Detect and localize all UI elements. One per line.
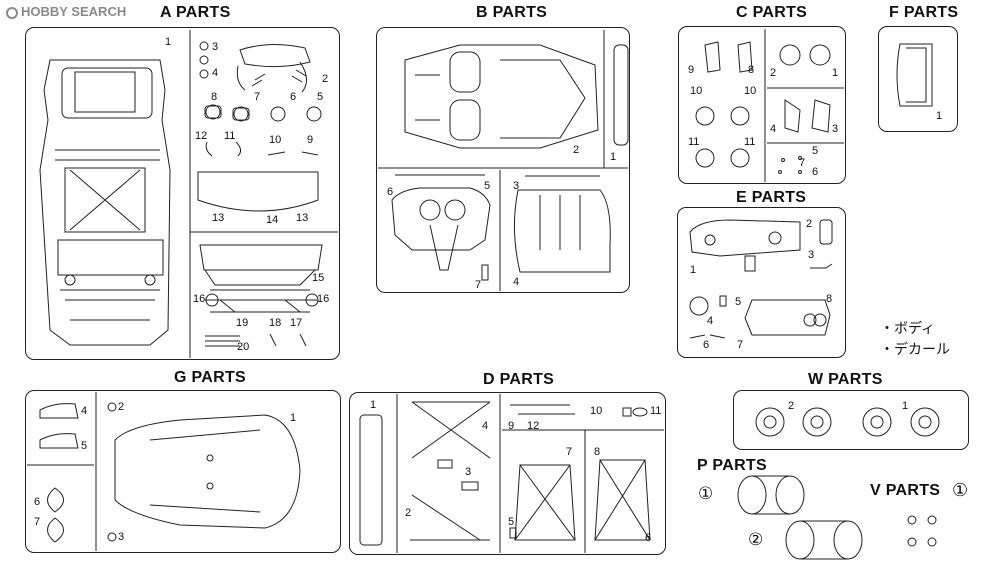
e-part-num-8: 8 xyxy=(826,293,833,305)
g-part-num-2: 2 xyxy=(118,401,125,413)
w-parts-title: W PARTS xyxy=(808,371,883,388)
a-part-num-12: 12 xyxy=(195,130,208,142)
a-part-num-14: 14 xyxy=(266,214,279,226)
e-part-num-1: 1 xyxy=(690,264,697,276)
e-parts-sprue xyxy=(677,207,846,358)
e-part-num-2: 2 xyxy=(806,218,813,230)
c-part-num-11-right: 11 xyxy=(744,136,756,148)
p-parts-title: P PARTS xyxy=(697,457,767,474)
w-parts-sprue xyxy=(733,390,969,450)
e-part-num-4: 4 xyxy=(707,315,714,327)
a-parts-sprue xyxy=(25,27,340,360)
g-part-num-6: 6 xyxy=(34,496,41,508)
g-parts-sprue xyxy=(25,390,341,553)
w-part-num-1: 1 xyxy=(902,400,909,412)
d-part-num-5: 5 xyxy=(508,516,515,528)
c-part-num-5: 5 xyxy=(812,145,819,157)
f-parts-sprue xyxy=(878,26,958,132)
hobby-search-watermark: HOBBY SEARCH xyxy=(6,4,126,19)
a-part-num-16-right: 16 xyxy=(317,293,330,305)
d-part-num-6: 6 xyxy=(645,532,652,544)
d-part-num-4: 4 xyxy=(482,420,489,432)
d-part-num-1: 1 xyxy=(370,399,377,411)
g-part-num-4: 4 xyxy=(81,405,88,417)
a-parts-title: A PARTS xyxy=(160,4,231,21)
e-part-num-3: 3 xyxy=(808,249,815,261)
a-part-num-18: 18 xyxy=(269,317,282,329)
a-part-num-4: 4 xyxy=(212,67,219,79)
c-parts-title: C PARTS xyxy=(736,4,808,21)
a-part-num-20: 20 xyxy=(237,341,250,353)
d-part-num-10: 10 xyxy=(590,405,603,417)
d-part-num-2: 2 xyxy=(405,507,412,519)
g-part-num-7: 7 xyxy=(34,516,41,528)
a-part-num-6: 6 xyxy=(290,91,297,103)
g-parts-title: G PARTS xyxy=(174,369,247,386)
b-part-num-6: 6 xyxy=(387,186,394,198)
b-part-num-7: 7 xyxy=(475,279,482,291)
b-part-num-4: 4 xyxy=(513,276,520,288)
g-part-num-5: 5 xyxy=(81,440,88,452)
a-part-num-9: 9 xyxy=(307,134,314,146)
d-parts-title: D PARTS xyxy=(483,371,555,388)
a-part-num-2: 2 xyxy=(322,73,329,85)
g-part-num-1: 1 xyxy=(290,412,297,424)
d-part-num-12: 12 xyxy=(527,420,540,432)
a-part-num-15: 15 xyxy=(312,272,325,284)
p-part-num-2: ② xyxy=(748,530,764,549)
a-part-num-11: 11 xyxy=(224,130,236,142)
e-part-num-5: 5 xyxy=(735,296,742,308)
b-part-num-1: 1 xyxy=(610,151,617,163)
extra-decal: ・デカール xyxy=(880,341,950,357)
e-part-num-7: 7 xyxy=(737,339,744,351)
b-parts-sprue xyxy=(376,27,630,293)
c-part-num-8: 8 xyxy=(748,64,755,76)
v-parts-title: V PARTS xyxy=(870,482,941,499)
a-part-num-17: 17 xyxy=(290,317,303,329)
a-part-num-7: 7 xyxy=(254,91,261,103)
e-parts-title: E PARTS xyxy=(736,189,807,206)
a-part-num-5: 5 xyxy=(317,91,324,103)
f-part-num-1: 1 xyxy=(936,110,943,122)
b-part-num-3: 3 xyxy=(513,180,520,192)
d-parts-sprue xyxy=(349,392,666,555)
c-part-num-6: 6 xyxy=(812,166,819,178)
d-part-num-11: 11 xyxy=(650,405,662,417)
a-part-num-3: 3 xyxy=(212,41,219,53)
c-parts-sprue xyxy=(678,26,846,184)
c-part-num-9: 9 xyxy=(688,64,695,76)
p-part-num-1: ① xyxy=(698,484,714,503)
extra-body: ・ボディ xyxy=(880,320,936,336)
logo-ring-icon xyxy=(6,7,18,19)
a-part-num-1: 1 xyxy=(165,36,172,48)
b-parts-title: B PARTS xyxy=(476,4,548,21)
a-part-num-10: 10 xyxy=(269,134,282,146)
c-part-num-10-left: 10 xyxy=(690,85,703,97)
v-parts-circle-number: ① xyxy=(952,480,969,500)
b-part-num-5: 5 xyxy=(484,180,491,192)
f-parts-title: F PARTS xyxy=(889,4,959,21)
c-part-num-2: 2 xyxy=(770,67,777,79)
c-part-num-4: 4 xyxy=(770,123,777,135)
d-part-num-8: 8 xyxy=(594,446,601,458)
d-part-num-9: 9 xyxy=(508,420,515,432)
c-part-num-3: 3 xyxy=(832,123,839,135)
c-part-num-7: 7 xyxy=(799,157,806,169)
c-part-num-11-left: 11 xyxy=(688,136,700,148)
d-part-num-7: 7 xyxy=(566,446,573,458)
c-part-num-1: 1 xyxy=(832,67,839,79)
g-part-num-3: 3 xyxy=(118,531,125,543)
a-part-num-16-left: 16 xyxy=(193,293,206,305)
a-part-num-13-right: 13 xyxy=(296,212,309,224)
c-part-num-10-right: 10 xyxy=(744,85,757,97)
w-part-num-2: 2 xyxy=(788,400,795,412)
a-part-num-8: 8 xyxy=(211,91,218,103)
d-part-num-3: 3 xyxy=(465,466,472,478)
b-part-num-2: 2 xyxy=(573,144,580,156)
a-part-num-19: 19 xyxy=(236,317,249,329)
e-part-num-6: 6 xyxy=(703,339,710,351)
a-part-num-13-left: 13 xyxy=(212,212,225,224)
